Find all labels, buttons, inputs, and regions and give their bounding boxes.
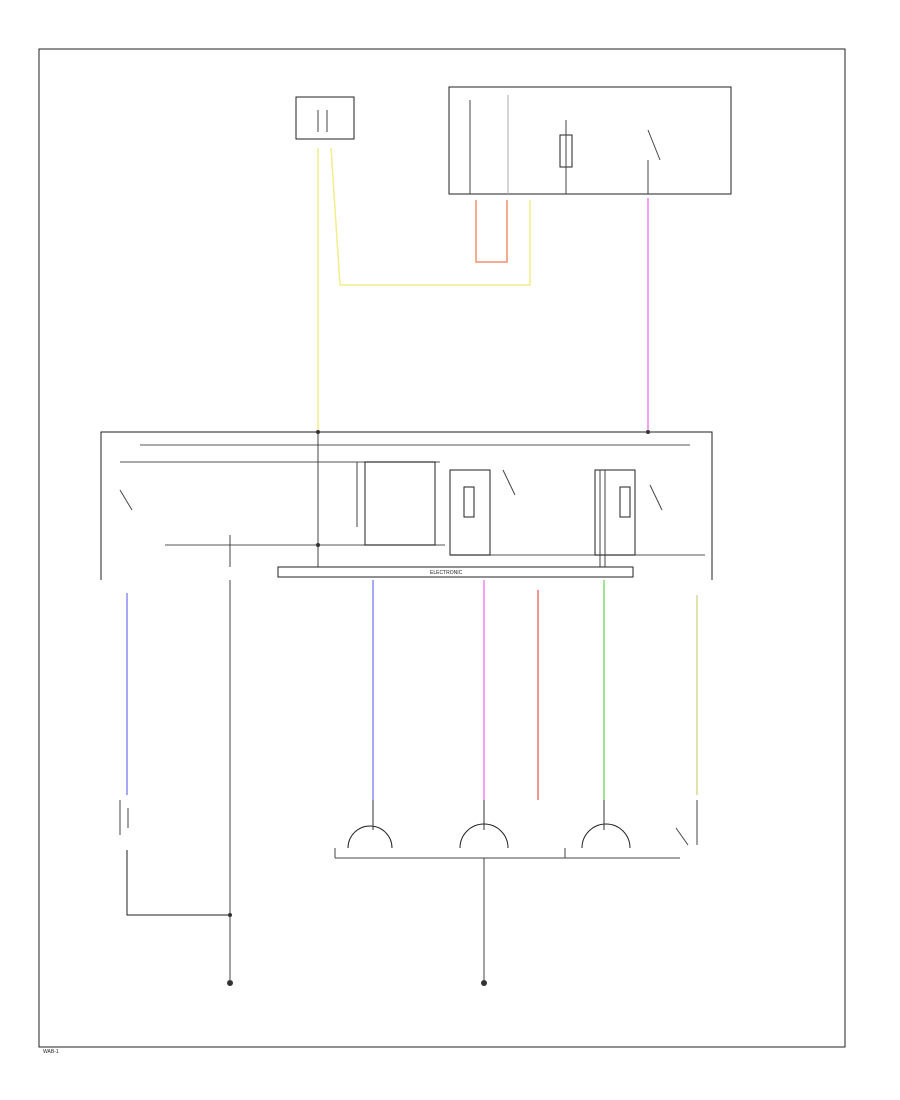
splice-points [228,430,650,917]
bulb-right [581,800,631,849]
wires [126,147,698,800]
yellow-wire-loop [330,147,531,286]
electronic-label: ELECTRONIC [430,570,463,576]
bulb-left [347,800,393,849]
ground-wires [126,580,680,980]
relay-module [100,431,713,580]
hot-at-all-times-fuse-box [295,96,355,140]
bulb-center [459,800,509,849]
red-wire-jumper [475,200,508,263]
ground-symbol-left [227,980,233,986]
ground-symbol-center [481,980,487,986]
battery-junction-box [448,86,732,195]
diagram-frame [38,48,846,1048]
electronic-connector: ELECTRONIC [277,566,634,578]
corner-label: WAB-1 [43,1049,59,1055]
switch-right [675,800,698,846]
switch-left [119,800,129,835]
